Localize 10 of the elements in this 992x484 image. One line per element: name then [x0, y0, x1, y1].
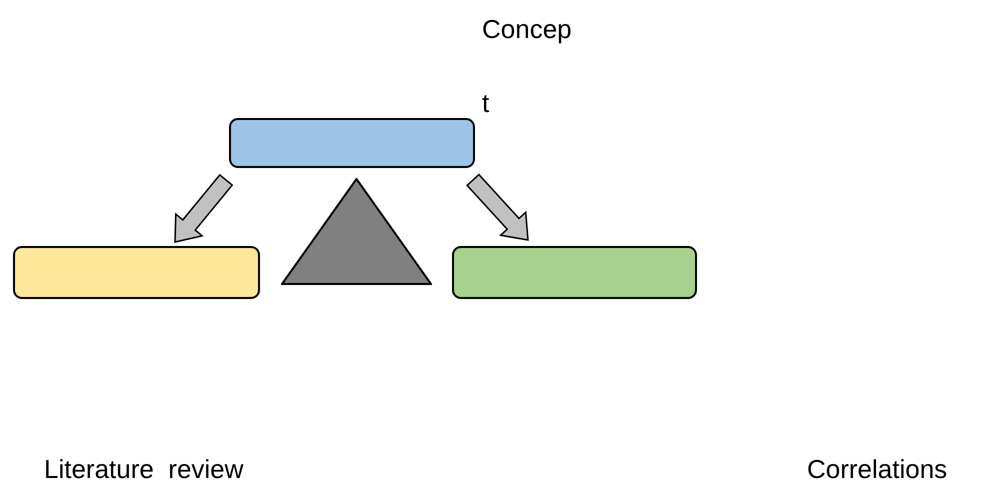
rounded-box	[13, 246, 260, 299]
rounded-box	[452, 246, 697, 299]
text-label: Concep	[482, 14, 572, 44]
text-label: t	[482, 88, 490, 118]
block-arrow	[466, 174, 529, 241]
triangle-shape	[281, 178, 432, 285]
rounded-box	[229, 118, 475, 168]
text-label: Literature review	[44, 454, 244, 484]
block-arrow	[174, 174, 234, 243]
text-label: Correlations	[807, 454, 948, 484]
